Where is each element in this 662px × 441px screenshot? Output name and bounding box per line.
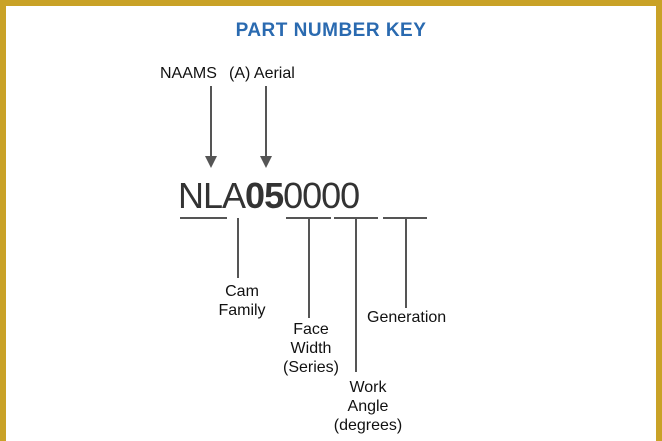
work-angle-line-2: Angle	[347, 398, 389, 415]
work-angle-line-1: Work	[349, 379, 387, 396]
face-width-line-3: (Series)	[282, 359, 339, 376]
diagram-title: PART NUMBER KEY	[235, 20, 427, 41]
cam-family-label: Cam Family	[212, 282, 272, 320]
face-width-label: Face Width (Series)	[276, 320, 346, 377]
code-work-angle: 00	[283, 175, 322, 216]
code-cam-family-letter: L	[203, 175, 223, 216]
cam-family-line-1: Cam	[225, 283, 259, 300]
work-angle-line-3: (degrees)	[333, 417, 403, 434]
face-width-line-2: Width	[290, 340, 332, 357]
naams-arrowhead	[205, 156, 217, 168]
face-width-line-1: Face	[293, 321, 329, 338]
code-naams-letter: N	[178, 175, 204, 216]
aerial-arrowhead	[260, 156, 272, 168]
part-number-code: NLA050000	[178, 175, 360, 216]
generation-label: Generation	[367, 309, 447, 326]
code-generation: 00	[321, 175, 360, 216]
naams-label: NAAMS	[160, 65, 217, 82]
work-angle-label: Work Angle (degrees)	[330, 378, 406, 435]
cam-family-line-2: Family	[218, 302, 266, 319]
code-aerial-letter: A	[222, 175, 246, 216]
aerial-label: (A) Aerial	[229, 65, 295, 82]
code-face-width: 05	[245, 175, 284, 216]
